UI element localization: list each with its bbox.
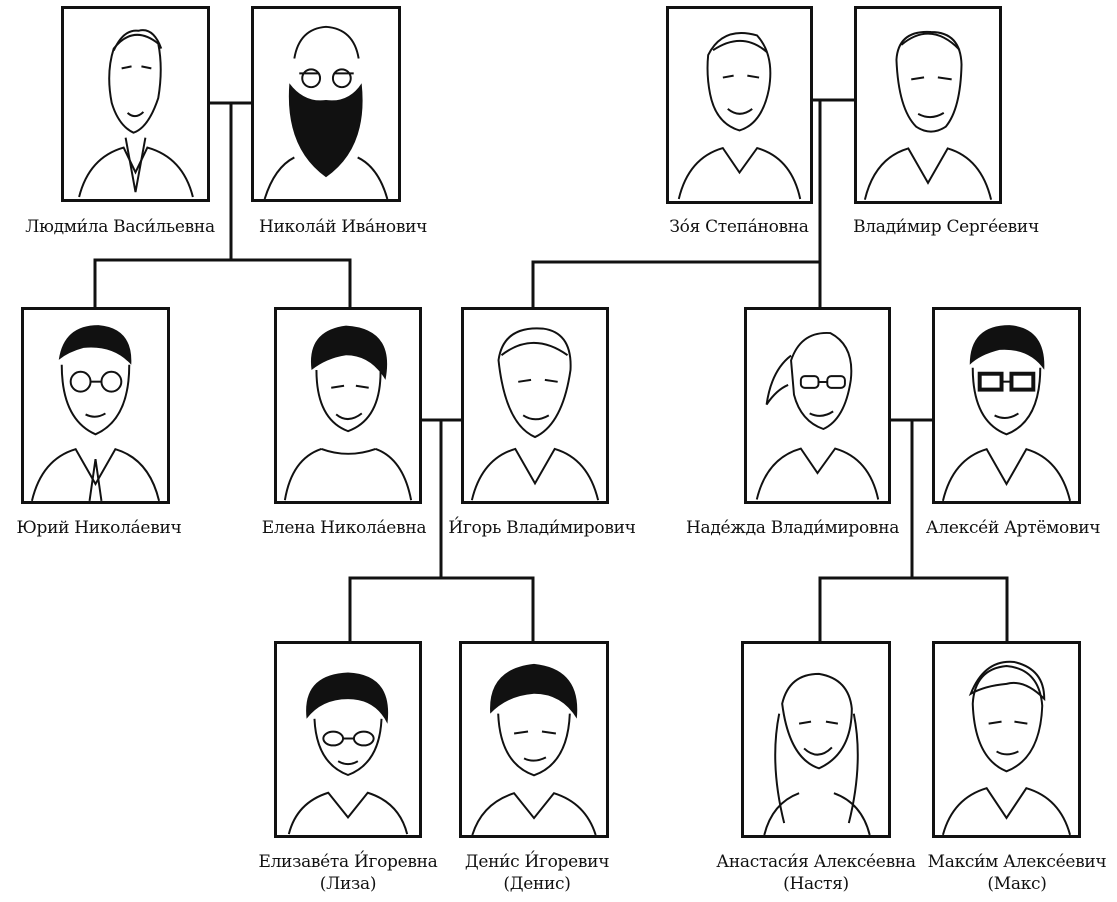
name-yuri: Юрий Никола́евич [16, 518, 182, 538]
name-elizaveta-nickname: (Лиза) [319, 874, 377, 894]
woman-elderly-portrait [78, 29, 194, 198]
name-denis-full: Дени́с И́горевич [464, 852, 610, 872]
woman-dark-hair-portrait [283, 325, 413, 501]
portrait-aleksei [932, 307, 1081, 504]
young-man-portrait [941, 660, 1072, 835]
man-portrait [470, 327, 600, 501]
name-anastasia: Анастаси́я Алексе́евна (Настя) [711, 851, 921, 895]
portrait-igor [461, 307, 609, 504]
portrait-zoya [666, 6, 813, 204]
portrait-anastasia [741, 641, 891, 838]
portrait-yuri [21, 307, 170, 504]
portrait-lyudmila [61, 6, 210, 202]
woman-portrait [677, 32, 802, 200]
man-dark-hair-glasses-portrait [941, 325, 1072, 501]
portrait-vladimir [854, 6, 1002, 204]
name-elizaveta: Елизаве́та И́горевна (Лиза) [243, 851, 453, 895]
name-lyudmila: Людми́ла Васи́льевна [25, 217, 215, 237]
name-elena: Елена Никола́евна [261, 518, 427, 538]
name-maksim-full: Макси́м Алексе́евич [927, 852, 1107, 872]
name-maksim: Макси́м Алексе́евич (Макс) [912, 851, 1117, 895]
portrait-elena [274, 307, 422, 504]
name-anastasia-full: Анастаси́я Алексе́евна [716, 852, 916, 872]
name-elizaveta-full: Елизаве́та И́горевна [258, 852, 438, 872]
man-elderly-portrait [863, 31, 993, 200]
name-vladimir: Влади́мир Серге́евич [853, 217, 1039, 237]
portrait-nikolai [251, 6, 401, 202]
woman-glasses-portrait [755, 332, 880, 500]
name-zoya: Зо́я Степа́новна [669, 217, 809, 237]
girl-braids-portrait [763, 672, 871, 835]
name-igor: И́горь Влади́мирович [448, 518, 636, 538]
name-aleksei: Алексе́й Артёмович [925, 518, 1101, 538]
portrait-maksim [932, 641, 1081, 838]
name-nikolai: Никола́й Ива́нович [258, 217, 428, 237]
name-denis: Дени́с И́горевич (Денис) [432, 851, 642, 895]
name-anastasia-nickname: (Настя) [783, 874, 849, 894]
girl-glasses-portrait [287, 672, 409, 835]
portrait-denis [459, 641, 609, 838]
portrait-nadezhda [744, 307, 891, 504]
man-glasses-portrait [30, 325, 161, 501]
name-nadezhda: Наде́жда Влади́мировна [686, 518, 900, 538]
portrait-elizaveta [274, 641, 422, 838]
name-denis-nickname: (Денис) [503, 874, 571, 894]
boy-portrait [471, 663, 597, 835]
bearded-man-portrait [263, 25, 389, 199]
name-maksim-nickname: (Макс) [987, 874, 1047, 894]
